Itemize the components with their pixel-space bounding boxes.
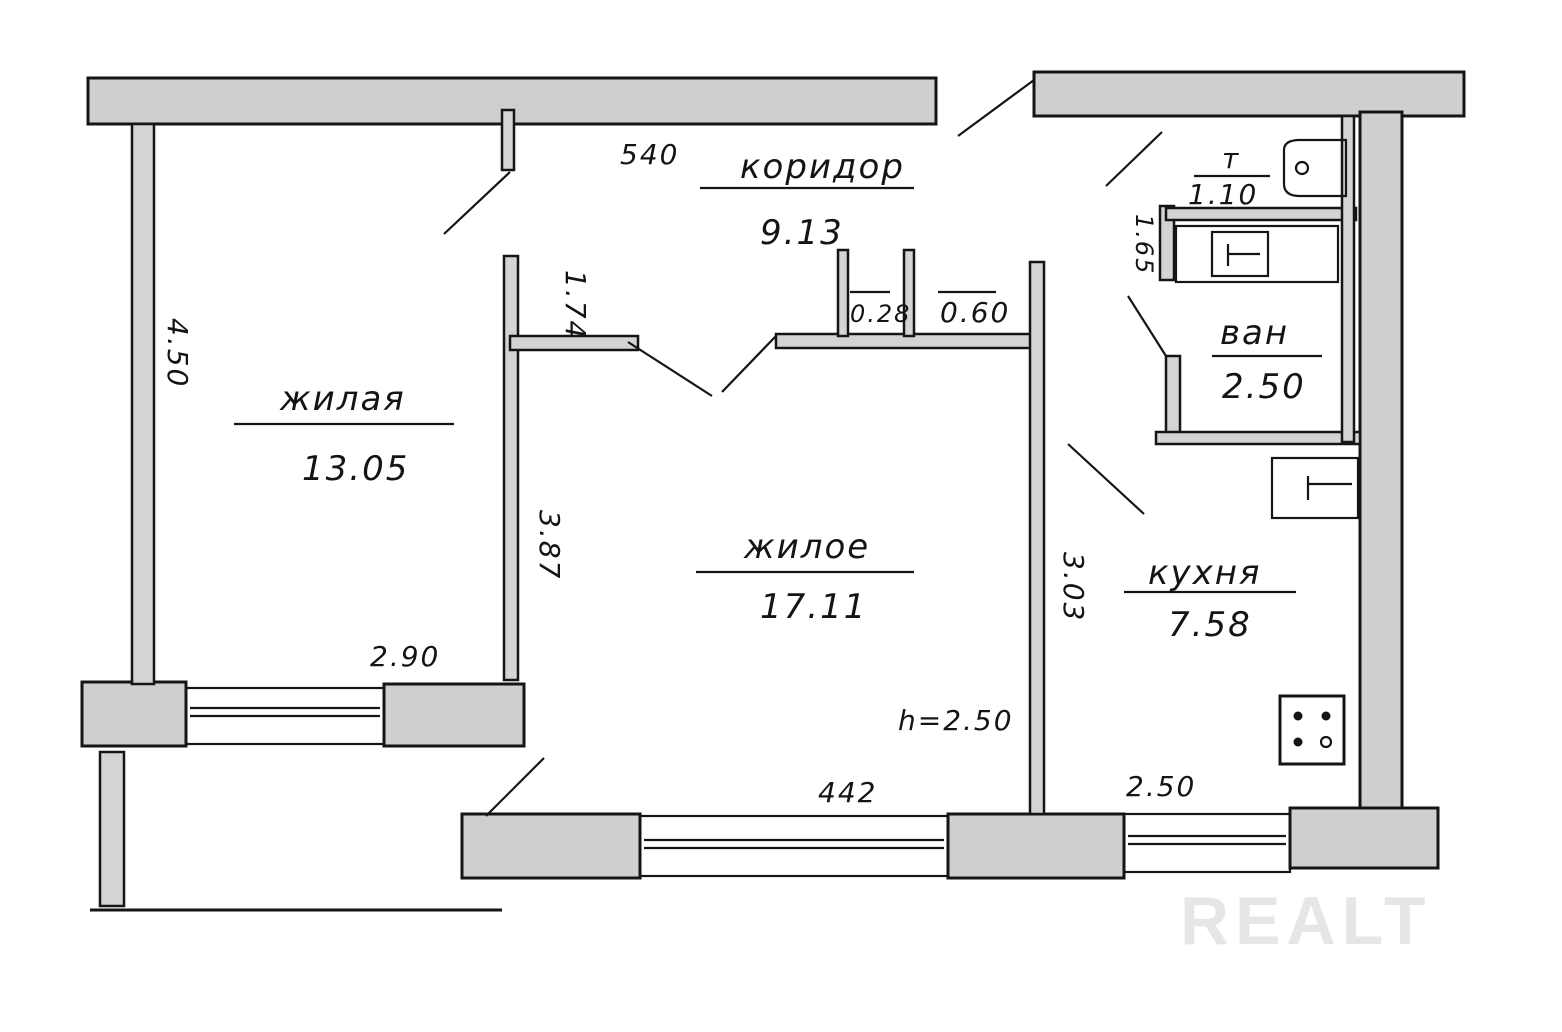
dim-kitchen-height: 3.03 (1057, 552, 1090, 622)
bath-wall-mid (1164, 354, 1182, 444)
kitchen-sink (1270, 456, 1360, 520)
room-name-living-center: жилое (743, 527, 870, 567)
dim-closet-2: 0.60 (940, 296, 1010, 329)
dim-living-left-height: 4.50 (161, 318, 194, 388)
room-area-living-left: 13.05 (302, 449, 409, 489)
door-entrance (957, 79, 1035, 137)
partition-corridor-a (508, 334, 640, 352)
dim-bath-width: 1.65 (1130, 214, 1158, 275)
exterior-walls (80, 70, 1466, 912)
left-wall (130, 122, 156, 686)
balcony-wall (98, 750, 126, 908)
door-bath (1127, 295, 1167, 357)
door-toilet (1105, 131, 1163, 187)
room-name-kitchen: кухня (1148, 553, 1261, 593)
bath-wall-top (1158, 204, 1176, 282)
dim-corridor-length: 540 (620, 138, 679, 171)
bath-wall-right (1340, 114, 1356, 444)
dim-corridor-width: 1.74 (559, 270, 592, 340)
room-area-bathroom: 2.50 (1222, 367, 1306, 407)
toilet-wall (1164, 206, 1358, 222)
room-name-living-left: жилая (279, 379, 406, 419)
room-area-kitchen: 7.58 (1168, 605, 1252, 645)
room-name-toilet: т (1222, 142, 1240, 175)
closet-wall-1 (836, 248, 850, 338)
room-area-toilet: 1.10 (1188, 178, 1258, 211)
bottom-wall-right (1288, 806, 1440, 870)
dim-kitchen-width: 2.50 (1126, 770, 1196, 803)
bath-wall-bottom (1154, 430, 1362, 446)
door-center-b (721, 335, 777, 393)
doors (443, 79, 1167, 817)
bottom-wall-center-right (946, 812, 1126, 880)
door-center-a (627, 341, 713, 397)
dimension-labels: 540 1.74 4.50 2.90 3.87 442 3.03 2.50 0.… (161, 138, 1196, 809)
window-kitchen (1122, 812, 1292, 874)
dim-living-left-width: 2.90 (370, 640, 440, 673)
partition-kitchen (1028, 260, 1046, 816)
room-area-corridor: 9.13 (760, 213, 844, 253)
fixtures (1174, 138, 1360, 766)
dim-living-center-width: 442 (818, 776, 877, 809)
top-wall-right (1032, 70, 1466, 118)
sink-bath (1210, 230, 1270, 278)
room-name-bathroom: ван (1220, 313, 1289, 353)
dim-living-center-height: 3.87 (533, 510, 566, 580)
watermark-logo: REALT (1180, 883, 1432, 959)
windows (184, 686, 1292, 878)
room-name-corridor: коридор (740, 147, 905, 187)
partitions (500, 108, 1362, 816)
bottom-wall-center-left (460, 812, 642, 880)
room-labels: жилая 13.05 коридор 9.13 жилое 17.11 кух… (234, 142, 1322, 645)
door-balcony (485, 757, 545, 817)
toilet-fixture (1282, 138, 1348, 198)
closet-wall-2 (902, 248, 916, 338)
bathtub (1174, 224, 1340, 284)
door-jamb-top (500, 108, 516, 172)
partition-left-room (502, 254, 520, 682)
window-center (638, 814, 950, 878)
stove (1278, 694, 1346, 766)
dim-closet-1: 0.28 (850, 300, 911, 328)
right-wall (1358, 110, 1404, 822)
room-area-living-center: 17.11 (760, 587, 867, 627)
bottom-wall-left (80, 680, 188, 748)
door-left-room (443, 171, 511, 235)
ceiling-height: h=2.50 (898, 704, 1014, 737)
window-left (184, 686, 386, 746)
bottom-wall-left-mid (382, 682, 526, 748)
door-kitchen (1067, 443, 1145, 515)
